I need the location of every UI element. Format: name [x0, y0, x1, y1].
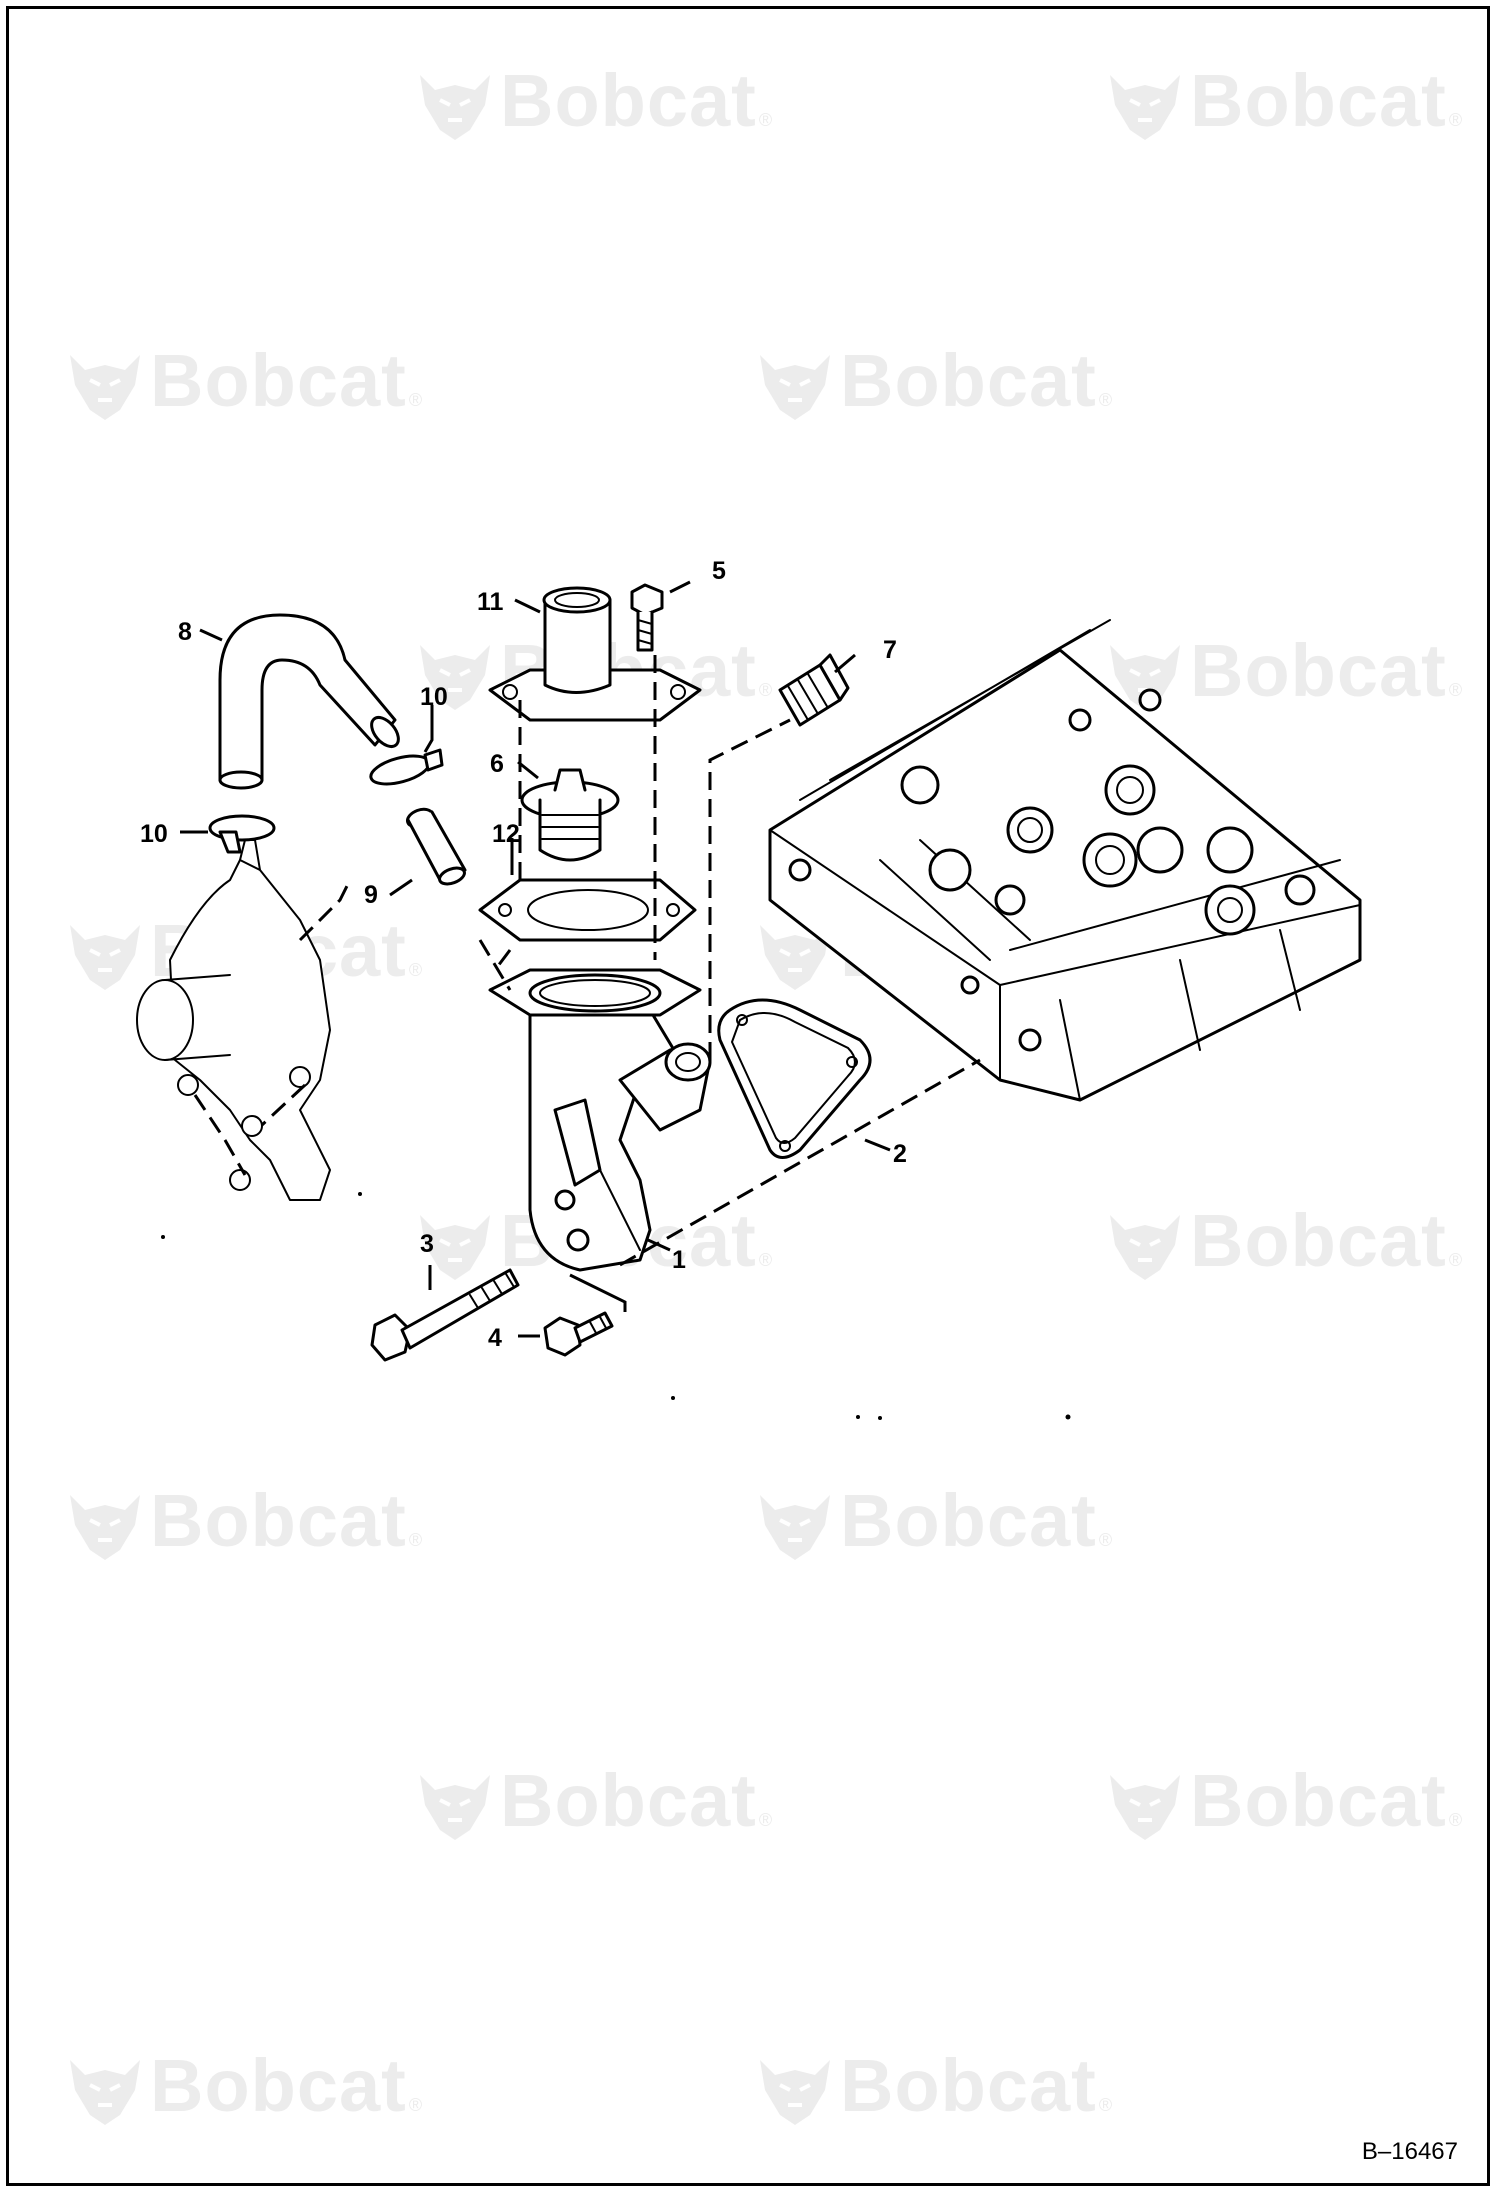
- callout-2: 2: [893, 1140, 907, 1168]
- water-outlet: [488, 586, 702, 722]
- bypass-pipe: [405, 807, 467, 886]
- callout-11: 11: [477, 588, 504, 616]
- callout-8: 8: [178, 618, 192, 646]
- callout-9: 9: [364, 881, 378, 909]
- bypass-hose: [218, 613, 400, 790]
- hose-clamp-lower: [208, 814, 276, 854]
- callout-10-lower: 10: [140, 820, 168, 848]
- long-bolt-3: [370, 1268, 520, 1362]
- thermostat-housing: [488, 968, 712, 1272]
- callout-10-upper: 10: [420, 683, 448, 711]
- figure-frame: [6, 6, 1490, 2186]
- callout-1: 1: [672, 1246, 686, 1274]
- figure-id: B–16467: [1361, 2138, 1458, 2165]
- thermostat-gasket: [478, 878, 697, 942]
- water-pump: [136, 839, 331, 1201]
- thermostat: [520, 768, 620, 862]
- cylinder-head: [768, 619, 1362, 1102]
- housing-gasket: [717, 998, 872, 1159]
- hose-clamp-upper: [369, 748, 444, 786]
- callout-5: 5: [712, 557, 726, 585]
- callout-12: 12: [492, 820, 520, 848]
- callout-6: 6: [490, 750, 504, 778]
- callout-4: 4: [488, 1324, 502, 1352]
- bolt-5: [630, 583, 664, 652]
- bolt-4: [543, 1311, 614, 1357]
- plug-7: [778, 653, 850, 727]
- callout-7: 7: [883, 636, 897, 664]
- callout-3: 3: [420, 1230, 434, 1258]
